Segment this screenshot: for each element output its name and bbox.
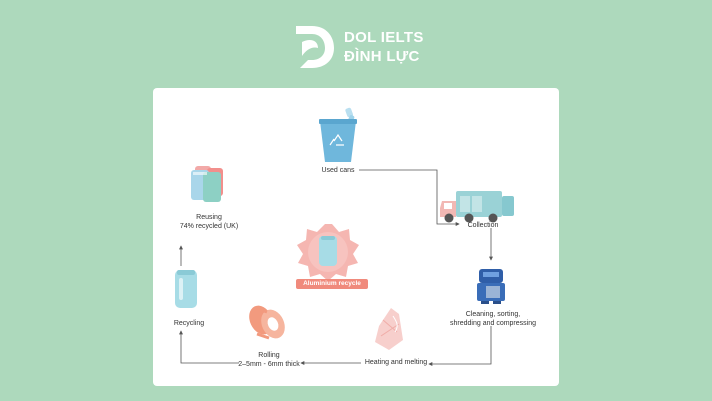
label-rolling-line2: 2–5mm - 6mm thick — [238, 361, 300, 368]
label-used-cans: Used cans — [321, 167, 355, 174]
label-heating: Heating and melting — [364, 359, 428, 366]
center-label-badge: Aluminium recycle — [296, 279, 368, 289]
brand-title: DOL IELTS — [344, 29, 424, 46]
recycle-bin-icon — [319, 107, 357, 162]
reused-cans-icon — [191, 166, 223, 202]
aluminium-can-icon — [175, 270, 197, 308]
label-cleaning-line1: Cleaning, sorting, — [465, 311, 521, 318]
aluminium-recycle-emblem — [297, 224, 359, 281]
recycle-diagram — [175, 107, 514, 366]
compressing-machine-icon — [477, 269, 505, 304]
garbage-truck-icon — [440, 191, 514, 223]
label-collection: Collection — [467, 222, 499, 229]
arrow-used-to-collection — [359, 169, 460, 226]
brand-header: DOL IELTS ĐÌNH LỰC — [292, 22, 452, 72]
diagram-card: Aluminium recycle Used cans Collection C… — [153, 88, 559, 386]
arrow-rolling-to-recycling — [179, 330, 239, 364]
label-rolling-line1: Rolling — [258, 352, 280, 359]
brand-subtitle: ĐÌNH LỰC — [344, 48, 420, 65]
metal-coil-icon — [249, 305, 285, 340]
dol-logo-icon — [296, 26, 334, 68]
label-cleaning-line2: shredding and compressing — [450, 320, 536, 327]
label-reusing-line2: 74% recycled (UK) — [179, 223, 239, 230]
arrow-cleaning-to-heating — [428, 326, 492, 366]
melting-icon — [375, 308, 403, 350]
label-recycling: Recycling — [173, 320, 205, 327]
label-reusing-line1: Reusing — [196, 214, 222, 221]
